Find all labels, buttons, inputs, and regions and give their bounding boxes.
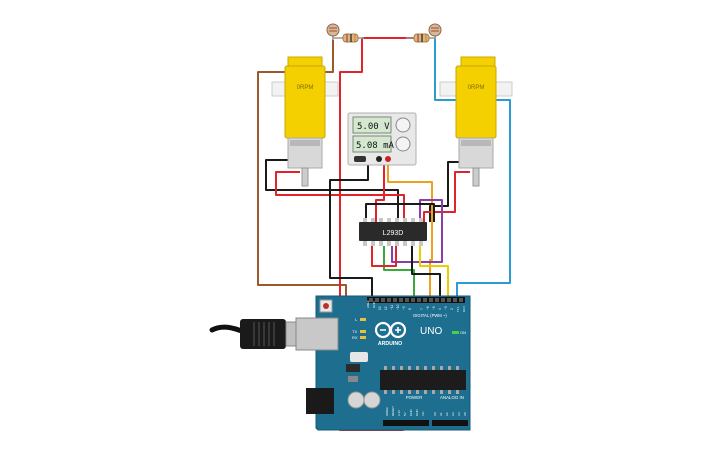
- arduino-model: UNO: [420, 326, 442, 337]
- psu-switch[interactable]: [354, 156, 366, 162]
- usb-cable[interactable]: [209, 319, 297, 349]
- wire-black-chip-2[interactable]: [411, 246, 441, 298]
- voltage-readout: 5.00 V: [357, 122, 390, 132]
- chip-pins-bottom: [363, 241, 423, 246]
- analog-pin-a5: A5: [463, 412, 467, 416]
- wire-black-psu[interactable]: [329, 160, 373, 298]
- analog-pin-a1: A1: [439, 412, 443, 416]
- components-left: [346, 352, 381, 409]
- power-pin-reset: RESET: [391, 406, 395, 416]
- motor-right-label: 0RPM: [468, 85, 485, 91]
- pin-10: ~10: [396, 304, 400, 310]
- power-pin-gnd-2: GND: [415, 409, 419, 417]
- chip-pins-top: [363, 218, 423, 223]
- led-rx-label: RX: [352, 335, 358, 340]
- dc-motor-right[interactable]: 0RPM: [439, 56, 513, 187]
- pin-8: 8: [408, 308, 412, 310]
- chip-label: L293D: [383, 230, 404, 237]
- pin-4: 4: [438, 308, 442, 310]
- gnd-label: GND: [372, 301, 376, 309]
- motor-left-label: 0RPM: [297, 85, 314, 91]
- wire-black-left-motor[interactable]: [265, 159, 399, 222]
- power-jack[interactable]: [306, 388, 334, 414]
- analog-pin-a0: A0: [433, 412, 437, 416]
- aref-label: AREF: [366, 300, 370, 308]
- wire-red-psu[interactable]: [375, 160, 385, 222]
- arduino-brand: ARDUINO: [378, 341, 402, 347]
- digital-label: DIGITAL (PWM ~): [413, 313, 447, 318]
- dc-motor-left[interactable]: 0RPM: [271, 56, 339, 187]
- wire-red-right-motor[interactable]: [423, 171, 470, 222]
- pin-6: ~6: [426, 306, 430, 310]
- digital-header: [367, 297, 465, 303]
- status-leds: L TX RX ON: [352, 317, 466, 340]
- psu-terminal-negative: [376, 156, 382, 162]
- analog-pin-a2: A2: [445, 412, 449, 416]
- arduino-uno-board[interactable]: AREF GND 13 12 ~11 ~10 ~9 8 7 ~6 ~5 4 ~3…: [295, 295, 471, 431]
- wire-black-chip-1[interactable]: [365, 203, 435, 222]
- power-pin-5v: 5V: [403, 412, 407, 416]
- pin-11: ~11: [390, 305, 394, 310]
- analog-pin-a3: A3: [451, 412, 455, 416]
- power-pin-gnd-1: GND: [409, 409, 413, 417]
- microcontroller-chip: [380, 370, 466, 390]
- pin-1: TX 1: [456, 306, 460, 312]
- pin-3: ~3: [444, 306, 448, 310]
- pin-2: 2: [450, 308, 454, 310]
- usb-port[interactable]: [295, 317, 339, 351]
- analog-pin-a4: A4: [457, 412, 461, 416]
- l293d-chip[interactable]: L293D: [359, 218, 427, 246]
- wire-yellow[interactable]: [419, 246, 449, 298]
- wire-brown[interactable]: [257, 40, 347, 298]
- power-pin-ioref: IOREF: [385, 407, 389, 416]
- analog-label: ANALOG IN: [440, 395, 464, 400]
- power-label: POWER: [406, 395, 423, 400]
- power-pin-vin: Vin: [421, 411, 425, 416]
- led-on-label: ON: [460, 330, 466, 335]
- wire-green[interactable]: [383, 246, 415, 298]
- current-readout: 5.08 mA: [356, 141, 395, 151]
- power-pin-labels: IOREF RESET 3.3V 5V GND GND Vin A0 A1 A2…: [385, 406, 467, 416]
- psu-terminal-positive: [385, 156, 391, 162]
- power-pin-3v3: 3.3V: [397, 410, 401, 416]
- wire-blue[interactable]: [434, 38, 511, 298]
- power-supply[interactable]: 5.00 V 5.08 mA: [347, 112, 417, 166]
- photoresistor-right[interactable]: [428, 23, 442, 40]
- pin-12: 12: [384, 306, 388, 310]
- voltage-knob[interactable]: [395, 117, 411, 133]
- pin-13: 13: [378, 306, 382, 310]
- resistor-right[interactable]: [406, 33, 436, 43]
- bottom-header: [383, 420, 468, 426]
- led-tx-label: TX: [352, 329, 357, 334]
- wire-red-chip[interactable]: [371, 240, 397, 267]
- digital-pin-labels: AREF GND 13 12 ~11 ~10 ~9 8 7 ~6 ~5 4 ~3…: [366, 300, 466, 312]
- pin-0: RX 0: [462, 306, 466, 312]
- resistor-left[interactable]: [334, 33, 364, 43]
- photoresistor-left[interactable]: [326, 23, 340, 40]
- pin-7: 7: [420, 308, 424, 310]
- pin-5: ~5: [432, 306, 436, 310]
- wires: [257, 37, 511, 431]
- current-knob[interactable]: [395, 136, 411, 152]
- led-l-label: L: [355, 317, 358, 322]
- pin-9: ~9: [402, 306, 406, 310]
- arduino-logo: [374, 321, 407, 339]
